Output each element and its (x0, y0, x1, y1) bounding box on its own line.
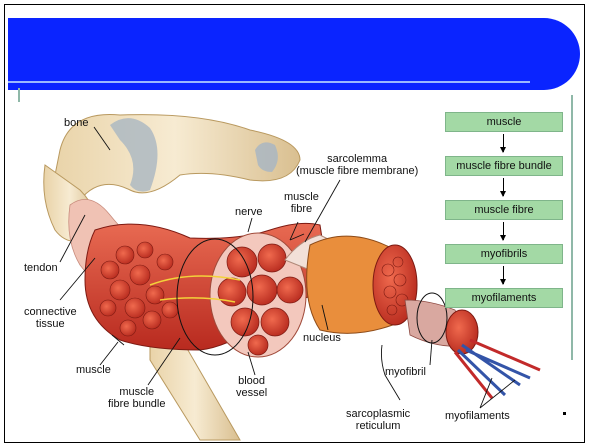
hierarchy-box-muscle: muscle (445, 112, 563, 132)
hierarchy-box-myofibrils: myofibrils (445, 244, 563, 264)
label-myofibril: myofibril (385, 366, 426, 378)
label-sarcoplasmic-reticulum: sarcoplasmic reticulum (346, 408, 410, 432)
label-bone: bone (64, 117, 88, 129)
myofibril (405, 293, 540, 398)
hierarchy-box-myofilaments: myofilaments (445, 288, 563, 308)
label-sarcolemma: sarcolemma (muscle fibre membrane) (296, 153, 418, 177)
down-arrow-icon (503, 134, 504, 152)
hierarchy-box-muscle-fibre: muscle fibre (445, 200, 563, 220)
label-myofilaments: myofilaments (445, 410, 510, 422)
label-muscle-fibre-bundle: muscle fibre bundle (108, 386, 166, 410)
label-connective-tissue: connective tissue (24, 306, 77, 330)
down-arrow-icon (503, 178, 504, 196)
label-muscle: muscle (76, 364, 111, 376)
label-muscle-fibre: muscle fibre (284, 191, 319, 215)
hierarchy-box-muscle-fibre-bundle: muscle fibre bundle (445, 156, 563, 176)
label-tendon: tendon (24, 262, 58, 274)
label-nucleus: nucleus (303, 332, 341, 344)
label-nerve: nerve (235, 206, 263, 218)
label-blood-vessel: blood vessel (236, 375, 267, 399)
down-arrow-icon (503, 222, 504, 240)
bullet-dot (563, 412, 566, 415)
down-arrow-icon (503, 266, 504, 284)
